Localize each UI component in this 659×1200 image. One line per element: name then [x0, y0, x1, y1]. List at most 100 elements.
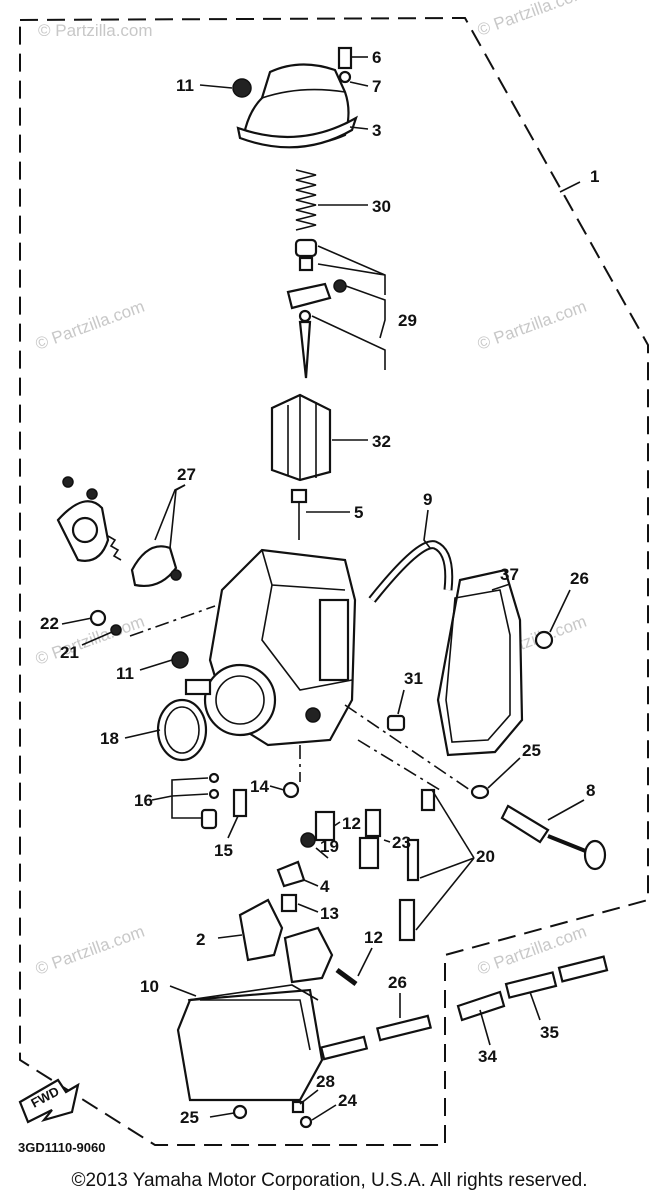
- callout-3: 3: [372, 121, 381, 140]
- routing-line: [129, 605, 216, 637]
- callout-6: 6: [372, 48, 381, 67]
- hose-36: [557, 955, 609, 983]
- callout-13: 12: [364, 928, 383, 947]
- callout-30: 28: [316, 1072, 335, 1091]
- callout-15: 14: [250, 777, 269, 796]
- callout-11-top: 11: [176, 76, 194, 95]
- part-19: [300, 832, 316, 848]
- callout-25: 25: [180, 1108, 199, 1127]
- watermark: © Partzilla.com: [475, 297, 589, 354]
- callout-23: 23: [392, 833, 411, 852]
- cover-37-group: [436, 568, 554, 757]
- plunger-8-knob: [583, 839, 607, 871]
- throttle-valve: [270, 393, 332, 482]
- callout-36: 35: [540, 1023, 559, 1042]
- hose-26: [375, 1014, 433, 1042]
- pump-screw: [62, 476, 74, 488]
- callout-33: 31: [404, 669, 423, 688]
- bolt-5: [290, 488, 308, 540]
- callout-35: 34: [478, 1047, 497, 1066]
- watermarks: © Partzilla.com © Partzilla.com © Partzi…: [33, 0, 589, 979]
- carb-body-detail: [261, 549, 353, 691]
- plug-33: [386, 714, 406, 732]
- assembly-boundary: [19, 16, 649, 1146]
- washer-7: [338, 70, 352, 84]
- float-bowl: [176, 984, 324, 1129]
- callout-32: 30: [372, 197, 391, 216]
- vent-hose-9: [368, 540, 454, 603]
- carburetor-body: [171, 548, 357, 747]
- screw-30: [291, 1100, 305, 1114]
- callout-20: 20: [476, 847, 495, 866]
- pump-rod: [170, 569, 182, 581]
- part-15: [282, 781, 300, 799]
- plate-screw: [333, 279, 347, 293]
- valve-seat-14: [280, 893, 298, 913]
- cover-37: [436, 568, 524, 757]
- callout-1: 1: [590, 167, 599, 186]
- callout-9: 9: [423, 490, 432, 509]
- needle-spacer: [298, 256, 314, 272]
- pump-diaphragm: [130, 545, 178, 587]
- callout-17: 16: [134, 791, 153, 810]
- leader-lines: [61, 56, 585, 1121]
- fwd-arrow-icon: [18, 1078, 80, 1124]
- float-chamber-side: [318, 598, 350, 682]
- callout-10: 10: [140, 977, 159, 996]
- callout-34: 32: [372, 432, 391, 451]
- fwd-arrow: FWD: [18, 1078, 80, 1124]
- callout-11-side: 11: [116, 664, 134, 683]
- drain-plug-25: [232, 1104, 248, 1120]
- callout-29: 27: [177, 465, 196, 484]
- callout-19: 19: [320, 837, 339, 856]
- part-16: [232, 788, 248, 818]
- needle-valve-4: [276, 860, 306, 888]
- needle-plate: [286, 282, 332, 310]
- starter-plunger-group: [470, 784, 607, 871]
- boundary-tick: [559, 181, 581, 193]
- callout-2: 2: [196, 930, 205, 949]
- float-bowl-gasket: [187, 984, 319, 1001]
- screw-6: [337, 46, 353, 70]
- callout-22: 22: [40, 614, 59, 633]
- hose-26: [319, 1035, 369, 1061]
- float-pin-13: [335, 967, 358, 987]
- jets-group: [200, 772, 436, 942]
- floats-2: [238, 898, 334, 984]
- float-left: [238, 898, 284, 962]
- o-ring-27: [470, 784, 490, 800]
- hose-36: [504, 971, 558, 999]
- screw-22: [89, 609, 107, 627]
- callout-24: 24: [338, 1091, 357, 1110]
- part-17: [208, 772, 220, 784]
- float-bowl-rim: [200, 999, 311, 1051]
- needle-holder: [294, 238, 318, 258]
- nut-11-side: [171, 651, 189, 669]
- callout-28: 26: [570, 569, 589, 588]
- callout-18: 18: [100, 729, 119, 748]
- fitting-35: [456, 990, 506, 1022]
- screw-28: [534, 630, 554, 650]
- copyright-notice: ©2013 Yamaha Motor Corporation, U.S.A. A…: [71, 1170, 588, 1191]
- idle-screw-head: [305, 707, 321, 723]
- callout-12: 12: [342, 814, 361, 833]
- callout-31: 29: [398, 311, 417, 330]
- routing-line: [357, 739, 441, 791]
- needle-clip: [298, 309, 312, 323]
- routing-line: [344, 704, 471, 791]
- callout-8: 8: [586, 781, 595, 800]
- screw-24: [299, 1115, 313, 1129]
- pump-cover-group: [56, 476, 182, 636]
- spring-32: [295, 169, 317, 231]
- bolt-5-head: [290, 488, 308, 504]
- callout-4: 4: [320, 877, 330, 896]
- plunger-8-rod: [547, 834, 589, 854]
- part-17: [208, 788, 220, 800]
- jet-needle: [298, 320, 312, 379]
- part-23: [364, 808, 382, 838]
- diagram-code: 3GD1110-9060: [18, 1140, 105, 1155]
- carb-intake-inner: [215, 675, 265, 725]
- callout-7: 7: [372, 77, 381, 96]
- nut-11-top: [232, 78, 252, 98]
- top-cover-group: [232, 46, 358, 149]
